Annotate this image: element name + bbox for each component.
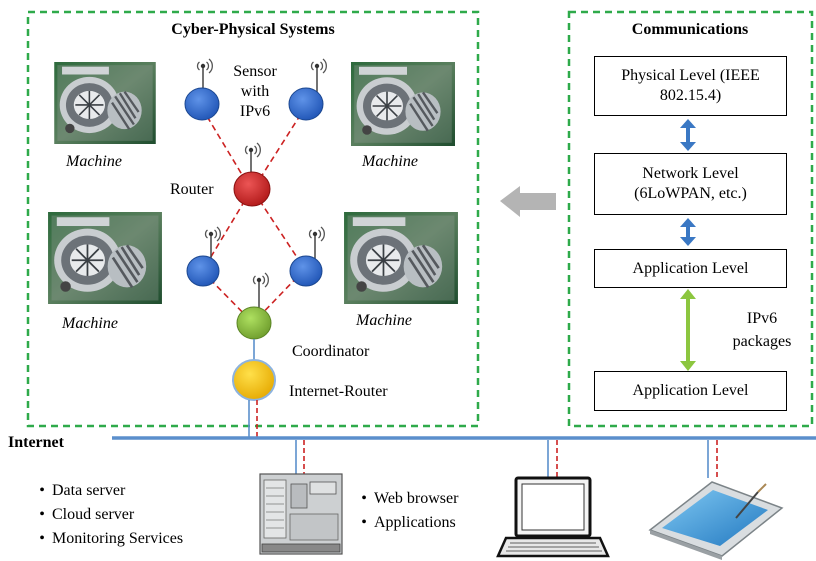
sensor-label: Sensor with IPv6 [233, 63, 277, 120]
sensor-node [184, 87, 220, 121]
internet-router-node [232, 359, 276, 401]
coordinator-node [236, 306, 272, 340]
machine-photo [349, 62, 457, 146]
physical-level-box: Physical Level (IEEE 802.15.4) [594, 56, 787, 116]
router-node [233, 171, 271, 207]
server-icon [259, 473, 343, 555]
communications-frame [567, 10, 814, 428]
machine-label: Machine [362, 153, 418, 170]
sensor-node [289, 255, 323, 287]
list-item: Cloud server [32, 503, 183, 527]
list-item: Data server [32, 479, 183, 503]
machine-label: Machine [356, 312, 412, 329]
cps-title: Cyber-Physical Systems [171, 21, 335, 38]
sensor-router-links [201, 105, 307, 323]
level-arrow-1 [680, 119, 696, 151]
list-item: Web browser [354, 487, 458, 511]
ipv6-packages-label: IPv6 packages [732, 310, 792, 350]
machine-photo [46, 212, 164, 304]
coordinator-label: Coordinator [292, 343, 370, 360]
sensor-node [186, 255, 220, 287]
network-level-box: Network Level (6LoWPAN, etc.) [594, 153, 787, 215]
list-item: Applications [354, 511, 458, 535]
server-services-list: Data server Cloud server Monitoring Serv… [32, 479, 183, 551]
client-services-list: Web browser Applications [354, 487, 458, 535]
laptop-icon [496, 476, 610, 558]
internet-label: Internet [8, 434, 64, 451]
router-label: Router [170, 181, 214, 198]
application-level-box: Application Level [594, 371, 787, 411]
gray-arrow-left [500, 186, 556, 217]
machine-label: Machine [62, 315, 118, 332]
machine-photo [342, 212, 460, 304]
list-item: Monitoring Services [32, 527, 183, 551]
internet-router-label: Internet-Router [289, 383, 388, 400]
application-level-box: Application Level [594, 249, 787, 288]
machine-label: Machine [66, 153, 122, 170]
machine-photo [52, 62, 158, 144]
wifi-signal-icon [310, 58, 327, 94]
wifi-signal-icon [252, 272, 269, 308]
communications-title: Communications [631, 21, 749, 38]
ipv6-packages-arrow [680, 289, 696, 371]
tablet-icon [648, 481, 784, 560]
level-arrow-2 [680, 218, 696, 246]
sensor-node [288, 87, 324, 121]
